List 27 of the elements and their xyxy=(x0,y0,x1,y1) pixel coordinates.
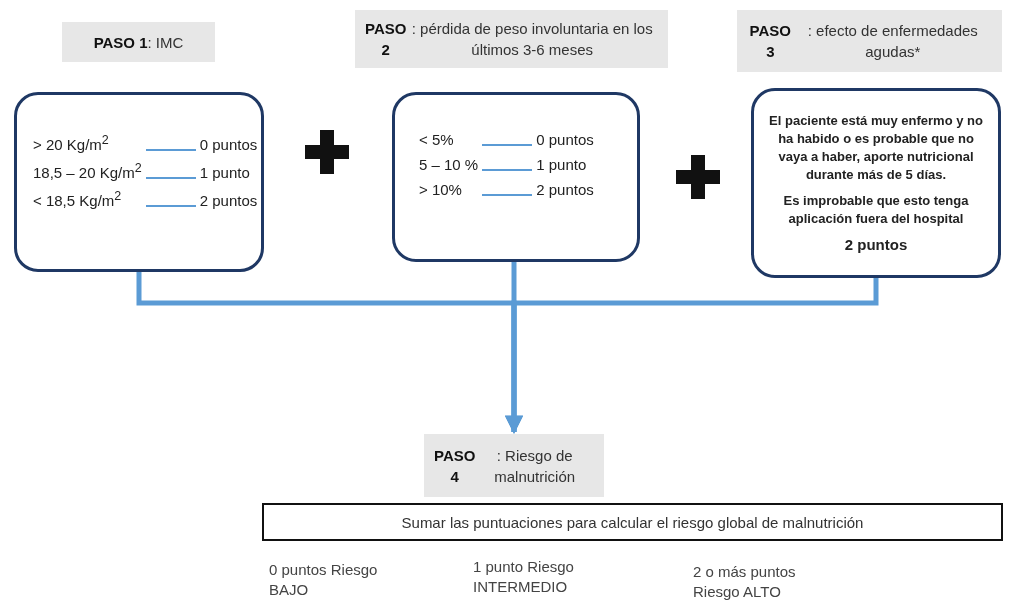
score-text: 0 puntos xyxy=(536,131,594,148)
step-heading: PASO 4: Riesgo de malnutrición xyxy=(424,434,604,497)
criterion-text: < 18,5 Kg/m$^{2}$ xyxy=(33,189,123,209)
score-card xyxy=(392,92,640,262)
score-text: 1 punto xyxy=(199,164,251,181)
arrow xyxy=(505,278,879,434)
criterion-text: > 10% xyxy=(419,181,463,198)
score-text: 2 puntos xyxy=(536,181,594,198)
score-card xyxy=(14,92,264,272)
step-heading: PASO 2: pérdida de peso involuntaria en los últimos 3-6 meses xyxy=(355,10,668,68)
criterion-text: Es improbable que esto tenga aplicación fuera del hospital xyxy=(782,192,970,228)
criterion-text: > 20 Kg/m$^{2}$ xyxy=(33,133,110,153)
criterion-text: 18,5 – 20 Kg/m$^{2}$ xyxy=(33,161,142,181)
risk-label: 0 puntos Riesgo BAJO xyxy=(269,560,379,600)
criterion-text: < 5% xyxy=(419,131,455,148)
step-heading: PASO 3: efecto de enfermedades agudas* xyxy=(737,10,1002,72)
criterion-text: El paciente está muy enfermo y no ha habido o es probable que no vaya a haber, aporte nutricional durante más de 5 días. xyxy=(768,112,984,184)
score-text: 2 puntos xyxy=(844,236,908,254)
score-text: 1 punto xyxy=(536,156,588,173)
step-heading: PASO 1: IMC xyxy=(62,22,215,62)
instruction-box: Sumar las puntuaciones para calcular el riesgo global de malnutrición xyxy=(262,503,1003,541)
score-text: 0 puntos xyxy=(199,136,258,153)
risk-label: 2 o más puntos Riesgo ALTO xyxy=(693,562,797,602)
risk-label: 1 punto Riesgo INTERMEDIO xyxy=(473,557,575,597)
score-text: 2 puntos xyxy=(199,192,258,209)
score-card xyxy=(751,88,1001,278)
criterion-text: 5 – 10 % xyxy=(419,156,479,173)
